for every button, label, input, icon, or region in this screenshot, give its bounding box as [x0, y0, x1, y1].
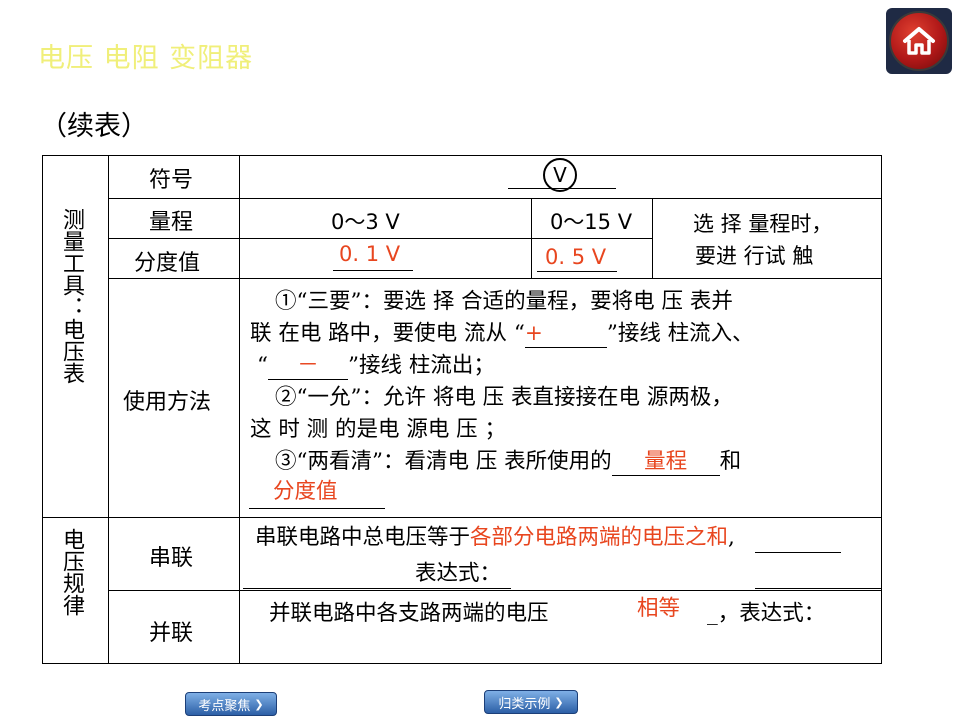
usage-line-4: ②“一允”：允许 将电 压 表直接接在电 源两极，	[275, 385, 733, 410]
slide-title: 电压 电阻 变阻器	[38, 43, 254, 74]
usage-line-2-b: ”接线 柱流入、	[606, 321, 754, 346]
home-icon	[889, 11, 949, 71]
series-expression-label: 表达式：	[415, 561, 502, 586]
usage-line-2: 联 在电 路中，要使电 流从 “+”接线 柱流入、	[250, 318, 754, 350]
series-label: 串联	[149, 546, 194, 571]
range-note-line2: 要进 行试 触	[695, 244, 814, 268]
usage-line-6-a: ③“两看清”：看清电 压 表所使用的	[275, 449, 612, 474]
home-button[interactable]	[886, 8, 952, 74]
prev-nav-label: 考点聚焦	[198, 698, 251, 714]
answer-positive-terminal: +	[524, 321, 607, 348]
subtitle: （续表）	[40, 111, 148, 142]
series-law-comma: ,	[728, 525, 735, 550]
division-small: 0. 1 V	[339, 242, 401, 266]
chevron-right-icon: ❯	[254, 697, 264, 711]
next-nav-label: 归类示例	[498, 696, 551, 712]
range-label: 量程	[149, 210, 194, 235]
voltage-table: 测量工具：电压表 电压规律 符号 量程 分度值 使用方法 串联 并联 V 0～3…	[42, 155, 882, 664]
answer-parallel-equal: 相等	[637, 596, 681, 621]
usage-line-3-b: ”接线 柱流出；	[348, 353, 495, 378]
group-voltmeter-label: 测量工具：电压表	[59, 208, 84, 384]
voltmeter-symbol-icon: V	[543, 158, 577, 192]
usage-line-3: “－”接线 柱流出；	[257, 350, 495, 382]
parallel-law-text: 并联电路中各支路两端的电压	[269, 601, 549, 624]
answer-series-sum: 各部分电路两端的电压之和	[470, 525, 729, 550]
usage-line-5: 这 时 测 的是电 源电 压 ；	[250, 417, 507, 442]
range-small: 0～3 V	[331, 210, 400, 234]
answer-range: 量程	[611, 449, 720, 476]
range-large: 0～15 V	[549, 210, 633, 234]
division-large: 0. 5 V	[545, 245, 607, 269]
usage-line-3-a: “	[257, 353, 268, 378]
parallel-label: 并联	[149, 621, 194, 646]
usage-label: 使用方法	[123, 390, 212, 415]
range-note-line1: 选 择 量程时，	[693, 212, 833, 236]
series-law-text: 串联电路中总电压等于	[255, 525, 471, 550]
parallel-law-tail: _，表达式：	[707, 601, 826, 626]
series-law-line: 串联电路中总电压等于各部分电路两端的电压之和,	[255, 522, 735, 554]
usage-line-6-b: 和	[719, 449, 742, 474]
division-label: 分度值	[134, 251, 201, 276]
next-nav-button[interactable]: 归类示例 ❯	[484, 690, 578, 714]
answer-division: 分度值	[273, 479, 338, 504]
group-voltage-law-label: 电压规律	[59, 528, 84, 616]
prev-nav-button[interactable]: 考点聚焦 ❯	[185, 692, 277, 716]
usage-line-1: ①“三要”：要选 择 合适的量程，要将电 压 表并	[275, 289, 733, 314]
answer-negative-terminal: －	[268, 353, 348, 380]
usage-line-6: ③“两看清”：看清电 压 表所使用的量程和	[275, 446, 741, 478]
usage-line-2-a: 联 在电 路中，要使电 流从 “	[250, 321, 525, 346]
chevron-right-icon: ❯	[554, 695, 564, 709]
symbol-label: 符号	[149, 168, 194, 193]
voltmeter-symbol-letter: V	[553, 163, 567, 187]
